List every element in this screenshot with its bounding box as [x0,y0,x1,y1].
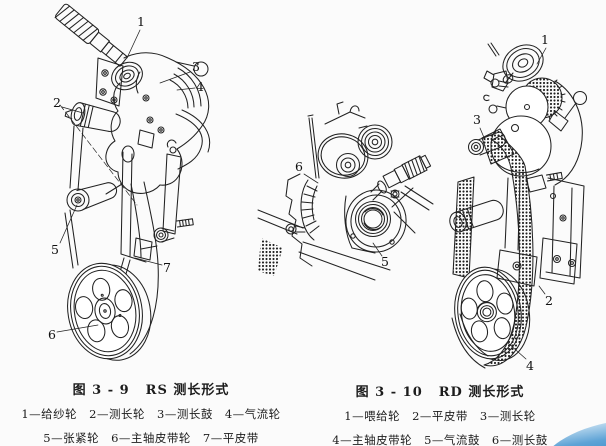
rs-callouts: 1 2 3 4 5 6 7 [48,14,204,342]
callout-6: 6 [48,327,56,342]
curved-arm [175,109,210,170]
callout-6: 6 [295,159,303,174]
part-label: 2—测长轮 [89,407,145,421]
tension-pulley [66,182,123,212]
top-bracket [324,101,366,125]
centerline [59,104,138,206]
callout-1: 1 [541,32,549,47]
callout-4: 4 [526,358,534,373]
left-housing [257,173,313,276]
lower-frame [496,171,578,287]
figure-rs-title: 图 3 - 9 RS 测长形式 [0,379,302,398]
rd-side-callouts: 6 5 [295,159,389,269]
ball-lever [175,61,209,77]
figure-rs-caption: 图 3 - 9 RS 测长形式 1—给纱轮 2—测长轮 3—测长鼓 4—气流轮 5—张紧… [0,379,302,446]
figure-rd-caption: 图 3 - 10 RD 测长形式 1—喂给轮 2—平皮带 3—测长轮 4—主轴皮带轮 5… [298,381,582,446]
measuring-roller [64,102,121,133]
callout-4: 4 [196,79,204,94]
rd-main-callouts: 1 3 2 4 [473,32,553,373]
left-clips [483,78,509,114]
figure-rd-name: RD 测长形式 [438,385,525,400]
grooved-pulley [357,124,393,160]
belt-to-tension-pulley [69,125,84,191]
support-rod [307,114,320,179]
part-label: 6—测长鼓 [491,433,548,446]
figure-rd-side-drawing: 6 5 [257,101,434,281]
figure-rs-number: 图 3 - 9 [72,383,130,398]
ball-lever [548,90,588,132]
housing-body [105,52,210,194]
flat-belt-wrap [451,135,534,369]
flat-belt-left-strand [452,176,475,279]
part-label: 3—测长鼓 [157,407,213,421]
pointer-lines [391,187,416,234]
part-label: 1—给纱轮 [21,407,78,421]
figure-rs-parts-line2: 5—张紧轮 6—主轴皮带轮 7—平皮带 [0,430,302,446]
callout-1: 1 [137,14,145,29]
airflow-drum-flange [344,189,407,254]
main-shaft-pulley [454,266,531,362]
center-frame [119,151,153,275]
callout-5: 5 [381,254,389,269]
main-shaft-pulley [67,262,152,361]
figure-rd-parts-line1: 1—喂给轮 2—平皮带 3—测长轮 [298,408,582,424]
figure-rd-parts-line2: 4—主轴皮带轮 5—气流鼓 6—测长鼓 [298,432,582,446]
part-label: 4—气流轮 [224,407,281,421]
callout-3: 3 [473,112,481,127]
figure-rs-drawing: 1 2 3 4 5 6 7 [48,3,210,361]
callout-5: 5 [51,242,59,257]
callout-3: 3 [192,59,200,74]
idler-roller [449,199,504,233]
part-label: 5—气流鼓 [424,433,480,446]
callout-2: 2 [545,293,553,308]
measuring-drum-ribs [300,179,320,241]
top-pin [487,42,500,57]
left-mount-bracket [95,57,124,107]
figure-rd-main-drawing: 1 3 2 4 [449,32,588,373]
part-label: 7—平皮带 [202,431,259,445]
right-housing [545,80,585,279]
part-label: 6—主轴皮带轮 [111,431,191,445]
part-label: 4—主轴皮带轮 [332,433,413,446]
figure-rs-name: RS 测长形式 [145,383,230,398]
figure-rd-number: 图 3 - 10 [355,385,423,400]
link-bar [153,139,194,243]
callout-2: 2 [53,95,61,110]
figure-rs-parts-line1: 1—给纱轮 2—测长轮 3—测长鼓 4—气流轮 [0,406,302,422]
knurled-feed-shaft [54,3,129,67]
feed-wheel [483,44,544,92]
part-label: 2—平皮带 [412,409,468,423]
part-label: 3—测长轮 [479,409,536,423]
figure-rd-title: 图 3 - 10 RD 测长形式 [298,381,582,400]
cone-disc [317,133,369,179]
part-label: 5—张紧轮 [43,431,100,445]
part-label: 1—喂给轮 [344,409,401,423]
callout-7: 7 [163,260,171,275]
frame-rails [298,241,391,281]
yarn-feed-wheel [111,61,143,91]
